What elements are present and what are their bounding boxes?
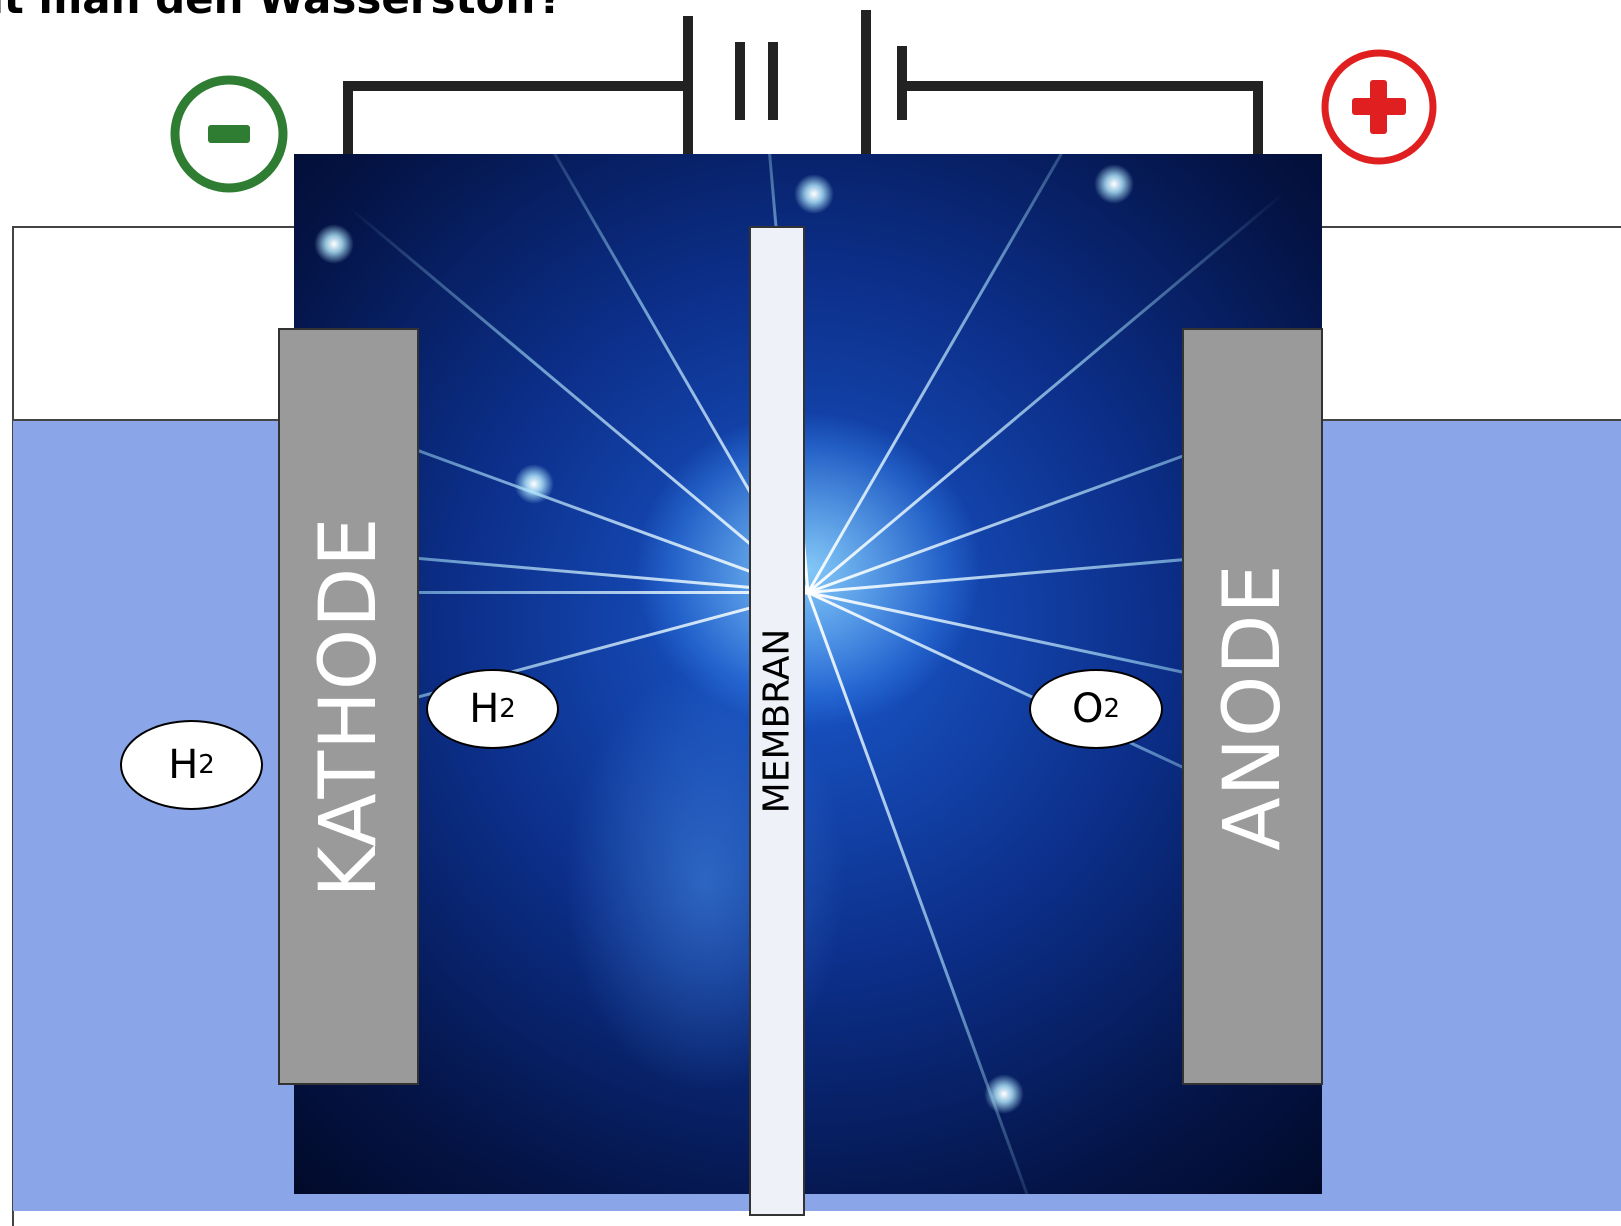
kathode-electrode: KATHODE [278, 328, 419, 1085]
brain-illustration-image [294, 154, 1322, 1194]
minus-icon [170, 75, 288, 193]
slide-title: mt man den Wasserstoff? [0, 0, 563, 20]
molecule-element: H [168, 742, 199, 788]
negative-wire [343, 81, 684, 154]
anode-label: ANODE [1207, 562, 1298, 851]
anode-electrode: ANODE [1182, 328, 1323, 1085]
molecule-subscript: 2 [1103, 694, 1121, 724]
positive-wire [907, 81, 1263, 154]
molecule-element: O [1071, 686, 1104, 732]
battery-circuit [343, 10, 1263, 154]
membrane: MEMBRAN [749, 226, 805, 1216]
molecule-subscript: 2 [198, 750, 215, 780]
kathode-label: KATHODE [303, 515, 394, 898]
molecule-subscript: 2 [499, 694, 516, 724]
plus-icon [1321, 49, 1437, 165]
membrane-label: MEMBRAN [756, 628, 798, 814]
molecule-element: H [469, 686, 500, 732]
